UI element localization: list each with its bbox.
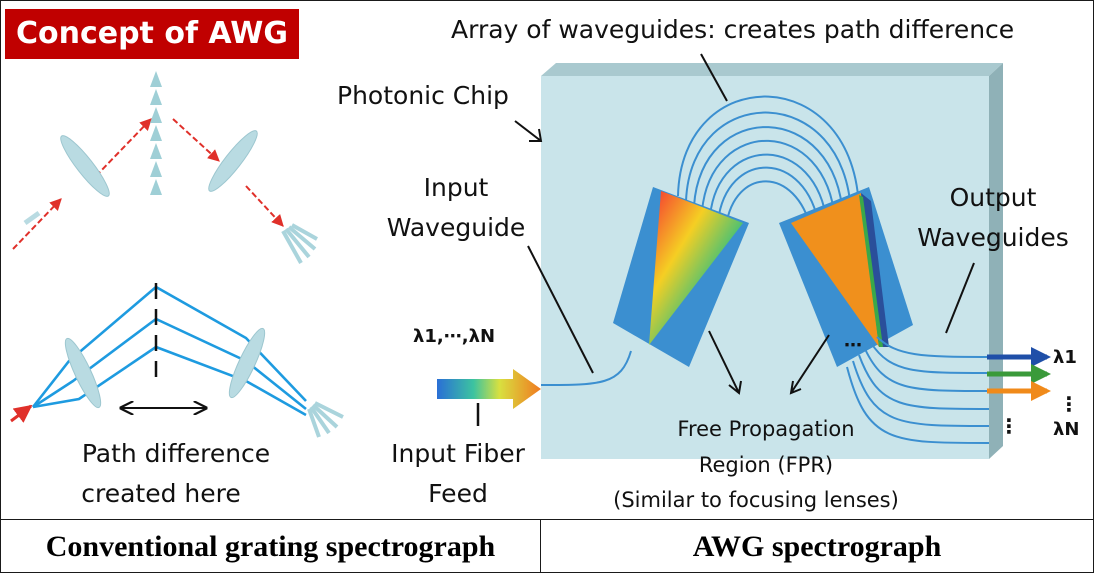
input-fiber-label-1: Input Fiber xyxy=(391,439,525,468)
input-waveguide-path xyxy=(540,350,632,386)
waveguide-array xyxy=(677,95,860,230)
chip-top-edge xyxy=(541,63,1003,76)
output-dots-left: ⋮ xyxy=(999,414,1019,438)
input-waveguide-label-2: Waveguide xyxy=(386,213,526,242)
fpr-label-2: Region (FPR) xyxy=(698,453,834,477)
output-lambda-1-label: λ1 xyxy=(1053,347,1077,368)
array-label: Array of waveguides: creates path differ… xyxy=(451,15,1015,44)
input-fiber-arrow xyxy=(437,369,541,409)
detector-fan-bottom xyxy=(307,401,344,438)
fpr-label-1: Free Propagation xyxy=(677,417,855,441)
chip-side-edge xyxy=(989,63,1003,459)
output-dots-right: ⋮ xyxy=(1059,392,1079,416)
fpr-label-3: (Similar to focusing lenses) xyxy=(613,488,899,512)
chip-label: Photonic Chip xyxy=(337,81,509,110)
fpr-right-slab xyxy=(779,187,913,367)
output-lambda-n-label: λN xyxy=(1053,419,1080,440)
callout-lines xyxy=(514,53,975,395)
output-arrows xyxy=(987,347,1051,401)
output-waveguides-label-2: Waveguides xyxy=(917,223,1069,252)
grating-red-rays xyxy=(12,118,284,250)
footer-awg-label: AWG spectrograph xyxy=(541,519,1093,572)
photonic-chip xyxy=(541,76,989,459)
input-lambda-label: λ1,⋯,λN xyxy=(413,326,496,347)
footer-conventional-label: Conventional grating spectrograph xyxy=(1,519,541,572)
slab-dots: ⋯ xyxy=(844,335,862,356)
output-waveguides xyxy=(846,336,990,444)
grating-stack-top xyxy=(150,71,162,195)
detector-fan-top xyxy=(281,223,318,264)
input-arrow-bottom xyxy=(10,404,33,423)
grating-lens-bottom-left xyxy=(64,337,102,409)
grating-lens-top-right xyxy=(208,130,258,192)
path-difference-label-1: Path difference xyxy=(81,439,271,468)
title-badge: Concept of AWG xyxy=(5,9,299,59)
input-fiber-label-2: Feed xyxy=(428,479,488,508)
path-difference-label-2: created here xyxy=(81,479,241,508)
fpr-left-slab xyxy=(613,187,749,367)
input-waveguide-label-1: Input xyxy=(423,173,489,202)
grating-lens-bottom-right xyxy=(228,327,266,399)
grating-lens-top-left xyxy=(60,135,110,197)
input-stub-top xyxy=(23,210,41,226)
output-waveguides-label-1: Output xyxy=(949,183,1037,212)
